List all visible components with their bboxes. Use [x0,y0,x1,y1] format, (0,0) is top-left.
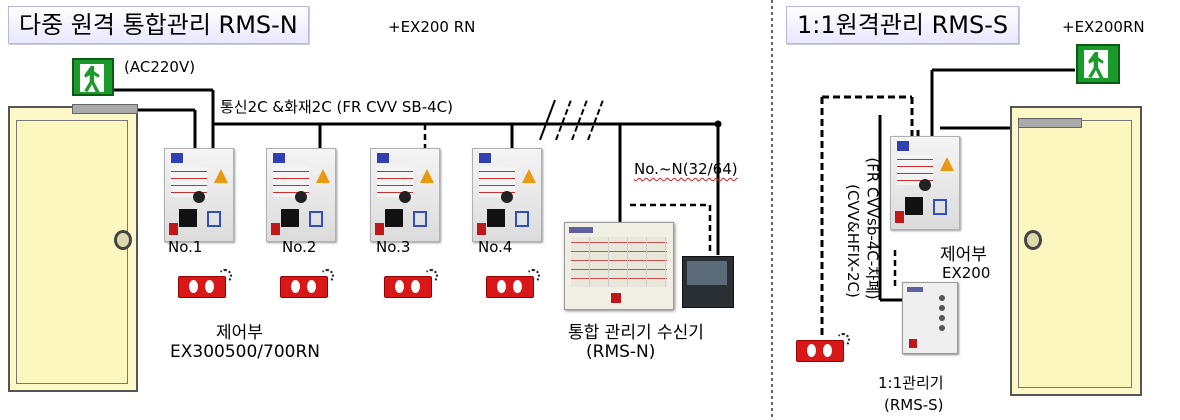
exit-sign-icon [72,58,114,96]
controller-label-line1: 제어부 [216,323,263,343]
cable-label-fr: (FR CVVsb-4C-차폐) [863,157,882,300]
door-closer-icon [72,104,138,114]
receiver-label-line1: 통합 관리기 수신기 [568,323,704,343]
cable-label-cvv: (CVV&HFIX-2C) [844,184,862,298]
left-title-suffix: +EX200 RN [388,18,476,36]
unit-label: No.2 [282,238,317,256]
manager-unit-icon [902,282,958,354]
right-title: 1:1원격관리 RMS-S [786,6,1020,44]
receiver-label-line2: (RMS-N) [586,342,656,362]
power-label: (AC220V) [124,58,196,76]
unit-label: No.3 [376,238,411,256]
controller-icon [472,148,542,242]
unit-label: No.4 [478,238,513,256]
controller-icon [370,148,440,242]
right-title-suffix: +EX200RN [1062,18,1145,36]
fire-detector-icon [486,269,540,298]
expansion-label: No.~N(32/64) [634,160,738,178]
fire-detector-icon [280,269,334,298]
fire-detector-icon [384,269,438,298]
unit-label: No.1 [168,238,203,256]
controller-icon [890,136,960,230]
controller-icon [266,148,336,242]
right-controller-label-line1: 제어부 [940,245,987,265]
monitor-icon [682,256,734,308]
right-controller-label-line2: EX200 [942,264,991,282]
fire-detector-icon [178,269,232,298]
fire-detector-icon [796,333,850,362]
receiver-panel-icon [564,222,674,310]
left-title: 다중 원격 통합관리 RMS-N [8,6,309,44]
exit-sign-icon [1076,44,1120,84]
door-closer-icon [1018,118,1082,128]
manager-label-line1: 1:1관리기 [878,374,944,392]
controller-label-line2: EX300500/700RN [170,342,320,362]
manager-label-line2: (RMS-S) [884,396,944,414]
door-icon [8,106,138,392]
door-icon [1010,106,1142,396]
controller-icon [164,148,234,242]
bus-cable-label: 통신2C &화재2C (FR CVV SB-4C) [220,98,453,116]
